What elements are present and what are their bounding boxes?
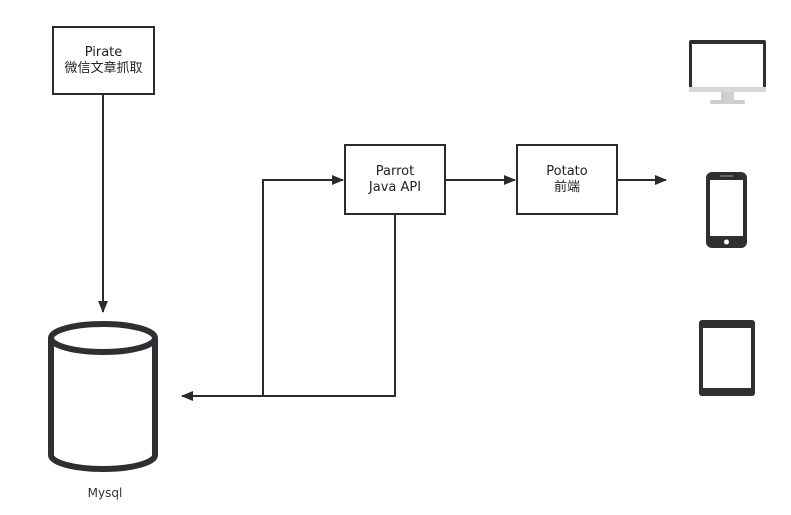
potato-node-subtitle: 前端 bbox=[553, 179, 580, 195]
pirate-node: Pirate 微信文章抓取 bbox=[52, 26, 155, 95]
parrot-node-subtitle: Java API bbox=[368, 179, 422, 195]
parrot-node: Parrot Java API bbox=[344, 144, 446, 215]
desktop-monitor-icon bbox=[689, 40, 766, 104]
potato-node-title: Potato bbox=[546, 163, 588, 179]
mysql-database-icon bbox=[48, 321, 158, 472]
smartphone-icon bbox=[706, 172, 747, 248]
tablet-icon bbox=[699, 320, 755, 396]
edge-mysql-to-parrot bbox=[262, 175, 344, 396]
pirate-node-subtitle: 微信文章抓取 bbox=[64, 60, 143, 76]
potato-node: Potato 前端 bbox=[516, 144, 618, 215]
pirate-node-title: Pirate bbox=[84, 44, 123, 60]
edge-parrot-to-mysql bbox=[181, 215, 396, 401]
mysql-label: Mysql bbox=[87, 486, 123, 500]
parrot-node-title: Parrot bbox=[375, 163, 415, 179]
